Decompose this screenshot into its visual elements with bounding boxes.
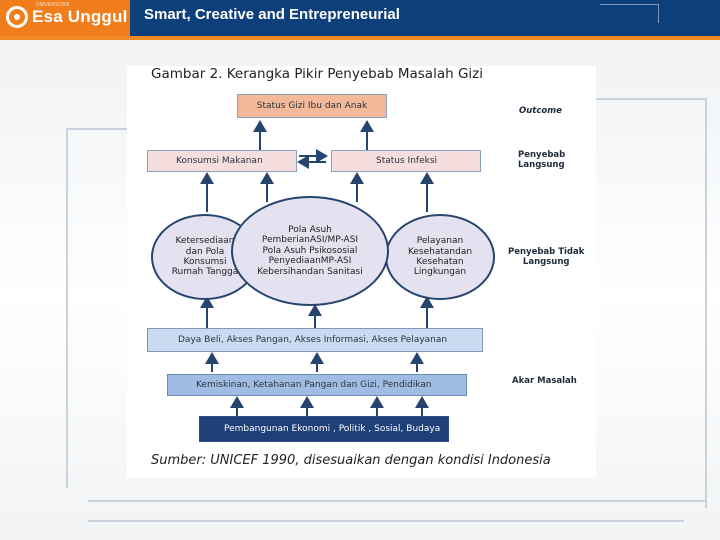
akar-masalah-label: Akar Masalah: [512, 376, 577, 386]
right-ellipse: Pelayanan Kesehatandan Kesehatan Lingkun…: [385, 214, 495, 300]
figure-title: Gambar 2. Kerangka Pikir Penyebab Masala…: [151, 66, 483, 82]
infeksi-box-label: Status Infeksi: [376, 156, 438, 166]
outcome-box-label: Status Gizi Ibu dan Anak: [256, 101, 368, 111]
header-bar: UNIVERSITAS Esa Unggul Smart, Creative a…: [0, 0, 720, 40]
center-ellipse-line-3: Pola Asuh Psikososial: [262, 245, 358, 256]
logo[interactable]: UNIVERSITAS Esa Unggul: [0, 0, 130, 36]
decor-line-right: [596, 98, 706, 100]
kemiskinan-box-label: Kemiskinan, Ketahanan Pangan dan Gizi, P…: [196, 380, 432, 390]
left-ellipse-line-2: dan Pola: [185, 246, 225, 257]
header-stripe: [0, 36, 720, 40]
decor-line-right-vert: [705, 98, 707, 508]
tagline: Smart, Creative and Entrepreneurial: [144, 6, 400, 23]
penyebab-tidak-langsung-line-1: Penyebab Tidak: [508, 247, 585, 257]
right-ellipse-line-3: Kesehatan: [416, 257, 464, 267]
figure-image: Gambar 2. Kerangka Pikir Penyebab Masala…: [127, 66, 596, 478]
konsumsi-box: Konsumsi Makanan: [147, 150, 297, 172]
outcome-label: Outcome: [519, 106, 562, 116]
daya-beli-box: Daya Beli, Akses Pangan, Akses Informasi…: [147, 328, 483, 352]
center-ellipse-line-2: PemberianASI/MP-ASI: [261, 235, 359, 246]
konsumsi-box-label: Konsumsi Makanan: [176, 156, 263, 166]
penyebab-langsung-label: Penyebab Langsung: [518, 150, 565, 170]
decor-line-mid: [66, 128, 127, 130]
logo-subtext: UNIVERSITAS: [36, 2, 69, 8]
daya-beli-box-label: Daya Beli, Akses Pangan, Akses Informasi…: [178, 335, 448, 345]
decor-line-left: [66, 128, 68, 488]
right-ellipse-line-2: Kesehatandan: [407, 246, 473, 257]
logo-icon: [6, 6, 28, 28]
center-ellipse-line-4: PenyediaanMP-ASI: [268, 256, 352, 267]
right-ellipse-line-1: Pelayanan: [416, 236, 464, 247]
pembangunan-box-label: Pembangunan Ekonomi , Politik , Sosial, …: [224, 424, 441, 434]
decor-line-bottom2: [88, 520, 684, 522]
figure-source: Sumber: UNICEF 1990, disesuaikan dengan …: [151, 453, 551, 468]
penyebab-tidak-langsung-line-2: Langsung: [522, 257, 570, 268]
arrows-layer: [200, 120, 434, 416]
pembangunan-box: Pembangunan Ekonomi , Politik , Sosial, …: [199, 416, 449, 442]
left-ellipse-line-1: Ketersediaan: [175, 236, 235, 247]
kemiskinan-box: Kemiskinan, Ketahanan Pangan dan Gizi, P…: [167, 374, 467, 396]
penyebab-tidak-langsung-label: Penyebab Tidak Langsung: [508, 247, 584, 267]
decor-line-bottom: [88, 500, 706, 502]
logo-text: Esa Unggul: [32, 7, 128, 26]
center-ellipse-line-1: Pola Asuh: [288, 225, 332, 236]
right-ellipse-line-4: Lingkungan: [413, 267, 467, 278]
penyebab-langsung-line-2: Langsung: [518, 160, 565, 171]
infeksi-box: Status Infeksi: [331, 150, 481, 172]
center-ellipse: Pola Asuh PemberianASI/MP-ASI Pola Asuh …: [231, 196, 389, 306]
center-ellipse-line-5: Kebersihandan Sanitasi: [257, 266, 363, 277]
outcome-box: Status Gizi Ibu dan Anak: [237, 94, 387, 118]
left-ellipse-line-4: Rumah Tangga: [171, 267, 239, 278]
header-rule: [600, 4, 659, 23]
left-ellipse-line-3: Konsumsi: [183, 257, 227, 267]
penyebab-langsung-line-1: Penyebab: [518, 150, 566, 160]
